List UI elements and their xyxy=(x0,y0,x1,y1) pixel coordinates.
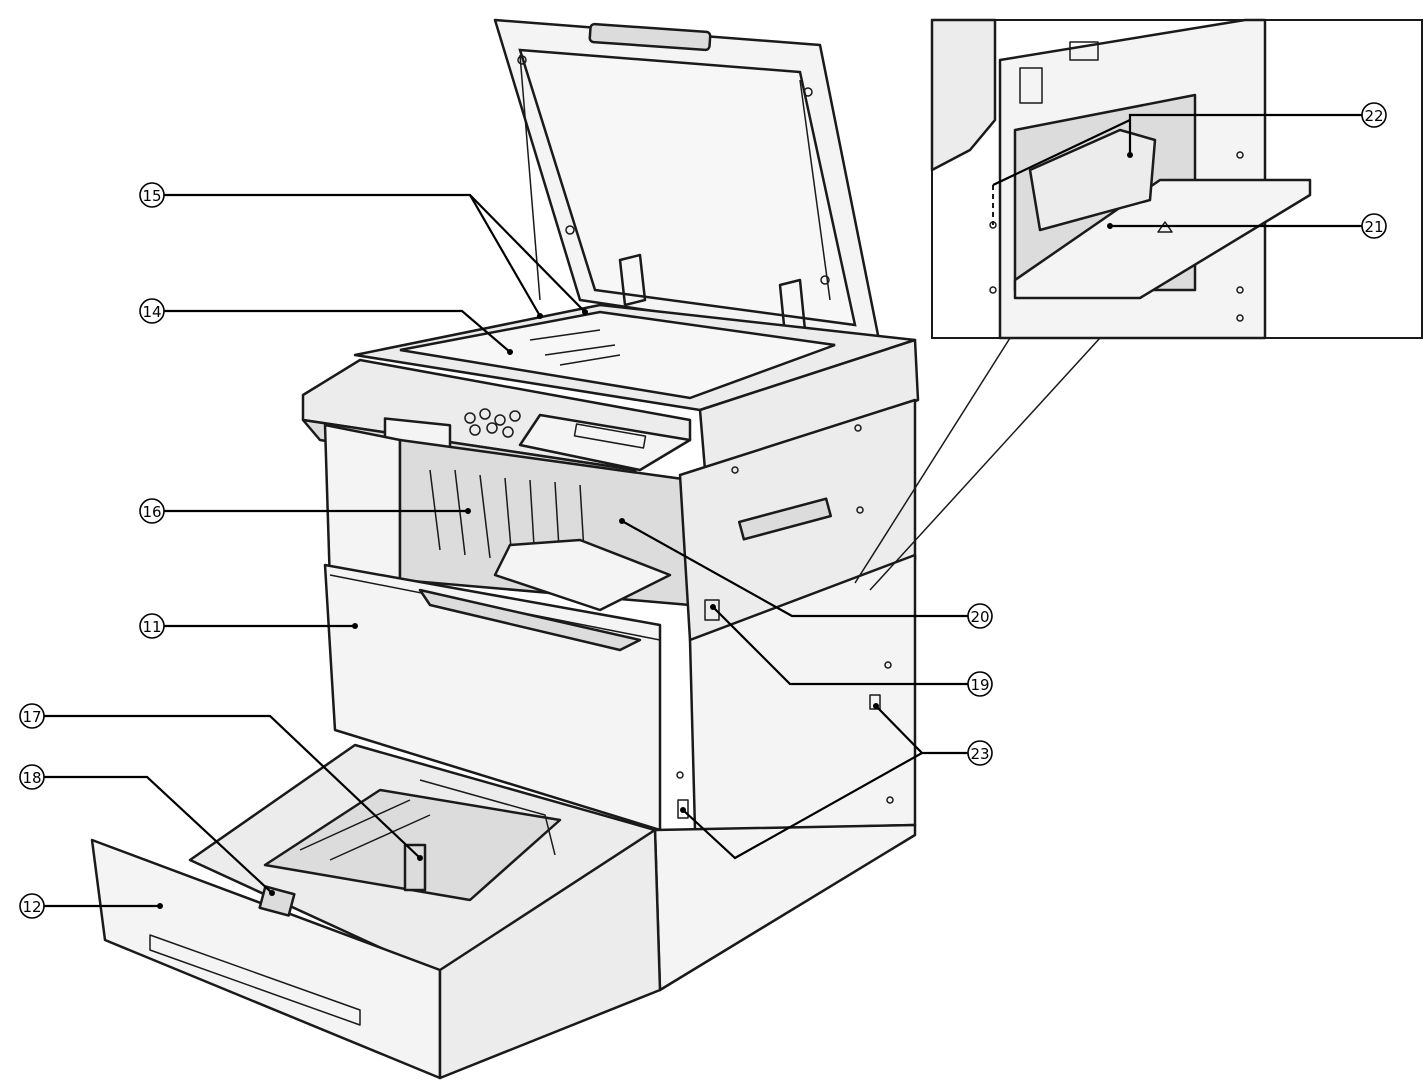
document-cover xyxy=(493,18,882,347)
callout-21: 21 xyxy=(1361,213,1387,239)
callout-15: 15 xyxy=(139,182,165,208)
callout-18: 18 xyxy=(19,764,45,790)
callout-label-22: 22 xyxy=(1364,107,1383,125)
callout-label-20: 20 xyxy=(970,608,989,626)
callout-19: 19 xyxy=(967,671,993,697)
callout-label-23: 23 xyxy=(970,745,989,763)
callout-16: 16 xyxy=(139,498,165,524)
callout-label-14: 14 xyxy=(142,303,161,321)
paper-drawer xyxy=(90,743,917,1080)
callout-11: 11 xyxy=(139,613,165,639)
callout-label-18: 18 xyxy=(22,769,41,787)
callout-17: 17 xyxy=(19,703,45,729)
inset-projection-lines xyxy=(854,337,1101,591)
callout-label-11: 11 xyxy=(142,618,161,636)
callout-label-17: 17 xyxy=(22,708,41,726)
callout-12: 12 xyxy=(19,893,45,919)
callout-label-16: 16 xyxy=(142,503,161,521)
callout-22: 22 xyxy=(1361,102,1387,128)
callout-20: 20 xyxy=(967,603,993,629)
callout-label-19: 19 xyxy=(970,676,989,694)
scanner-top xyxy=(353,303,920,472)
leader-lines xyxy=(44,113,1362,909)
callout-label-15: 15 xyxy=(142,187,161,205)
bypass-tray-inset xyxy=(930,18,1423,340)
callout-23: 23 xyxy=(967,740,993,766)
callout-label-21: 21 xyxy=(1364,218,1383,236)
callout-label-12: 12 xyxy=(22,898,41,916)
callout-14: 14 xyxy=(139,298,165,324)
